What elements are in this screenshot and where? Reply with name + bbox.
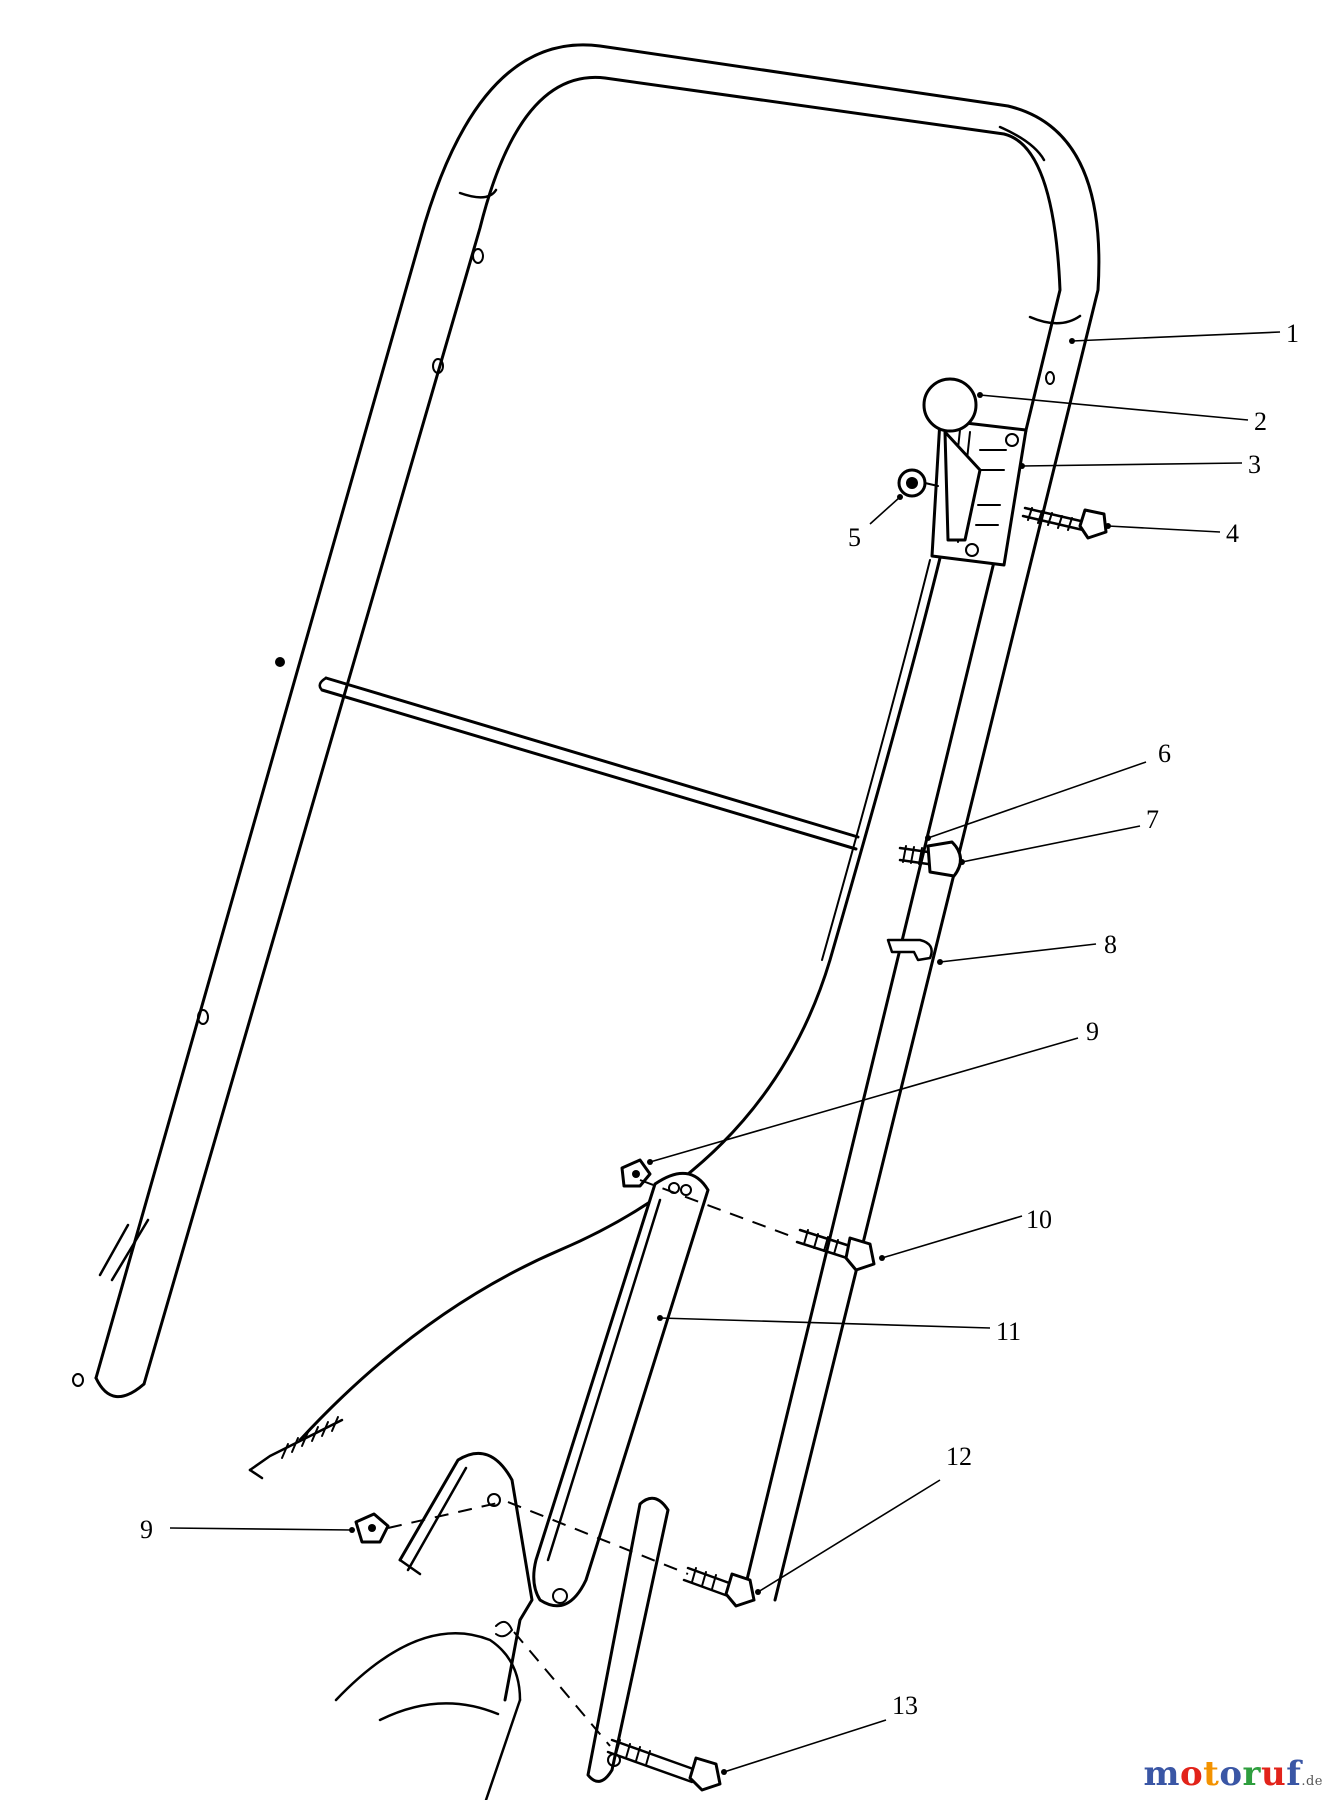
callout-3: 3 [1019,450,1261,479]
upper-handle [72,43,1101,1602]
bracket-11 [532,1171,710,1608]
lever-knob [922,377,978,433]
callout-13-label: 13 [892,1691,918,1720]
watermark-letter: m [1143,1754,1180,1794]
callout-6-label: 6 [1158,739,1171,768]
callout-7-label: 7 [1146,805,1159,834]
hole [472,248,484,264]
knob-7 [926,840,962,878]
callout-4-label: 4 [1226,519,1239,548]
hole [197,1009,209,1025]
control-cable [248,556,942,1480]
callout-2-label: 2 [1254,407,1267,436]
callout-10: 10 [879,1205,1052,1261]
bolt-10 [795,1228,876,1272]
lock-nut-5 [897,468,939,498]
callout-9-upper: 9 [647,1017,1099,1165]
bolt-12 [682,1566,756,1608]
panel-hole [965,543,979,557]
watermark-suffix: .de [1301,1774,1323,1789]
bolt-6 [898,845,930,866]
deck-bracket [334,1451,534,1800]
callout-3-label: 3 [1248,450,1261,479]
watermark-letter: u [1260,1754,1287,1794]
callout-1-label: 1 [1286,319,1299,348]
callout-10-label: 10 [1026,1205,1052,1234]
callout-8: 8 [937,930,1117,965]
nut-9-upper [620,1158,652,1188]
control-lever [922,377,982,542]
deck-hole [487,1493,501,1507]
hole [432,358,444,374]
callout-9-lower: 9 [140,1515,355,1544]
motoruf-watermark-logo: motoruf.de [1143,1754,1323,1794]
callout-13: 13 [721,1691,918,1775]
callout-6: 6 [925,739,1171,841]
panel-hole [1005,433,1019,447]
bracket-hole [680,1184,692,1196]
hole [72,1373,84,1387]
screw-4 [1021,506,1108,540]
clip-8 [886,938,933,962]
bolt-13 [606,1738,722,1792]
watermark-letter: r [1242,1754,1261,1794]
callout-4: 4 [1105,519,1239,548]
callout-11-label: 11 [996,1317,1021,1346]
callout-7: 7 [959,805,1159,865]
lower-strap [586,1496,670,1783]
nut-9-lower [354,1512,390,1544]
watermark-letter: o [1219,1754,1243,1794]
callout-5-label: 5 [848,523,861,552]
callout-12-label: 12 [946,1442,972,1471]
pin [275,657,285,667]
callout-11: 11 [657,1315,1021,1346]
callout-9-lower-label: 9 [140,1515,153,1544]
callout-9-upper-label: 9 [1086,1017,1099,1046]
callout-2: 2 [977,392,1267,436]
callout-12: 12 [755,1442,972,1595]
bracket-hole [552,1588,568,1604]
cross-bar [318,676,860,851]
watermark-letter: f [1286,1754,1302,1794]
callout-8-label: 8 [1104,930,1117,959]
callout-1: 1 [1069,319,1299,348]
hole [1045,371,1055,385]
watermark-letter: o [1179,1754,1204,1794]
callout-5: 5 [848,494,903,552]
watermark-letter: t [1203,1754,1220,1794]
